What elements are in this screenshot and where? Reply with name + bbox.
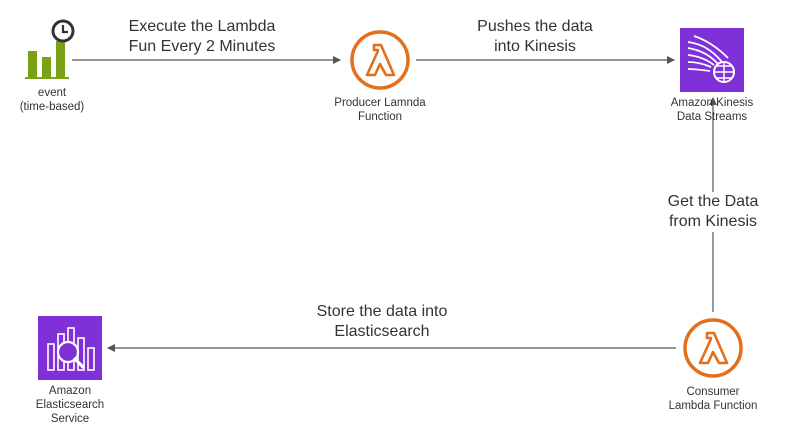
edge-label-consumer-to-elasticsearch-text: Store the data into Elasticsearch (316, 303, 448, 340)
elasticsearch-label-text: Amazon Elasticsearch Service (35, 385, 105, 425)
edge-label-producer-to-kinesis: Pushes the data into Kinesis (440, 17, 630, 57)
edge-label-producer-to-kinesis-text: Pushes the data into Kinesis (477, 18, 593, 55)
consumer-label: Consumer Lambda Function (650, 385, 776, 413)
kinesis-label-text: Amazon Kinesis Data Streams (670, 97, 754, 123)
producer-label: Producer Lamnda Function (320, 96, 440, 124)
event-label-text: event (time-based) (19, 87, 85, 113)
edge-label-event-to-producer: Execute the Lambda Fun Every 2 Minutes (92, 17, 312, 57)
kinesis-data-streams-icon (680, 28, 744, 92)
edge-label-consumer-to-kinesis: Get the Data from Kinesis (650, 192, 776, 232)
elasticsearch-icon (38, 316, 102, 380)
elasticsearch-label: Amazon Elasticsearch Service (10, 384, 130, 426)
clock-bar-chart-icon (25, 19, 75, 79)
event-label: event (time-based) (12, 86, 92, 114)
producer-lambda-icon (350, 30, 410, 90)
edge-label-consumer-to-elasticsearch: Store the data into Elasticsearch (272, 302, 492, 342)
kinesis-label: Amazon Kinesis Data Streams (652, 96, 772, 124)
producer-label-text: Producer Lamnda Function (334, 97, 426, 123)
consumer-label-text: Consumer Lambda Function (668, 386, 758, 412)
edge-label-consumer-to-kinesis-text: Get the Data from Kinesis (667, 193, 759, 230)
edge-label-event-to-producer-text: Execute the Lambda Fun Every 2 Minutes (128, 18, 276, 55)
consumer-lambda-icon (683, 318, 743, 378)
